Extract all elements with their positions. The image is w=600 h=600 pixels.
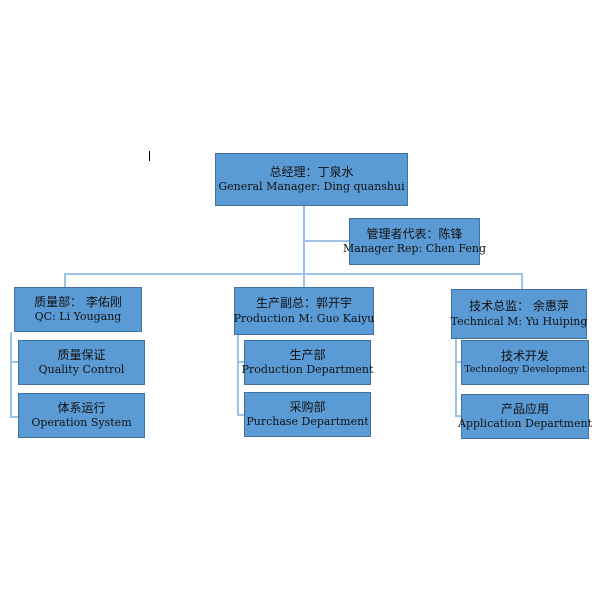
node-zh-label: 生产部 <box>289 347 326 362</box>
node-zh-label: 技术开发 <box>500 349 549 363</box>
node-zh-label: 总经理：丁泉水 <box>269 164 354 179</box>
node-production-department[interactable]: 生产部 Production Department <box>241 340 374 385</box>
node-manager-rep[interactable]: 管理者代表：陈锋 Manager Rep: Chen Feng <box>343 218 486 265</box>
node-zh-label: 质量部： 李佑刚 <box>34 294 122 309</box>
node-en-label: Purchase Department <box>246 415 369 429</box>
node-zh-label: 技术总监： 余惠萍 <box>469 299 569 314</box>
node-quality-control[interactable]: 质量保证 Quality Control <box>18 340 145 385</box>
connector-horizontal <box>64 273 522 275</box>
node-technical-manager[interactable]: 技术总监： 余惠萍 Technical M: Yu Huiping <box>451 289 587 339</box>
node-zh-label: 产品应用 <box>500 401 549 416</box>
node-general-manager[interactable]: 总经理：丁泉水 General Manager: Ding quanshui <box>215 153 408 206</box>
connector-qc-child-2 <box>10 416 18 418</box>
connector-rep <box>304 240 349 242</box>
node-purchase-department[interactable]: 采购部 Purchase Department <box>244 392 371 437</box>
connector-qc-spine <box>10 332 12 418</box>
text-cursor <box>149 151 150 161</box>
node-technology-development[interactable]: 技术开发 Technology Development <box>461 340 589 385</box>
node-en-label: Production Department <box>241 363 374 377</box>
node-zh-label: 体系运行 <box>57 400 106 415</box>
node-en-label: General Manager: Ding quanshui <box>218 180 405 194</box>
node-operation-system[interactable]: 体系运行 Operation System <box>18 393 145 438</box>
node-zh-label: 管理者代表：陈锋 <box>366 226 463 241</box>
connector-gm-down <box>303 206 305 286</box>
node-en-label: Operation System <box>31 416 132 430</box>
connector-tech-spine <box>455 339 457 417</box>
connector-qc-drop <box>64 273 66 287</box>
node-qc[interactable]: 质量部： 李佑刚 QC: Li Yougang <box>14 287 142 332</box>
connector-prod-child-1 <box>237 361 245 363</box>
connector-prod-child-2 <box>237 414 245 416</box>
node-en-label: Technical M: Yu Huiping <box>450 314 588 328</box>
node-en-label: Application Department <box>458 417 592 431</box>
connector-prod-spine <box>237 335 239 416</box>
node-zh-label: 质量保证 <box>57 347 106 362</box>
node-zh-label: 采购部 <box>289 399 326 414</box>
node-en-label: Manager Rep: Chen Feng <box>342 242 487 256</box>
connector-tech-drop <box>521 273 523 289</box>
connector-prod-drop <box>303 273 305 287</box>
node-en-label: QC: Li Yougang <box>34 310 122 324</box>
node-en-label: Production M: Guo Kaiyu <box>233 311 375 325</box>
connector-tech-child-1 <box>455 361 462 363</box>
node-zh-label: 生产副总：郭开宇 <box>255 296 352 311</box>
node-application-department[interactable]: 产品应用 Application Department <box>458 394 592 439</box>
node-en-label: Technology Development <box>464 364 586 376</box>
node-en-label: Quality Control <box>38 363 125 377</box>
connector-qc-child-1 <box>10 361 18 363</box>
connector-tech-child-2 <box>455 415 462 417</box>
node-production-manager[interactable]: 生产副总：郭开宇 Production M: Guo Kaiyu <box>234 287 374 335</box>
